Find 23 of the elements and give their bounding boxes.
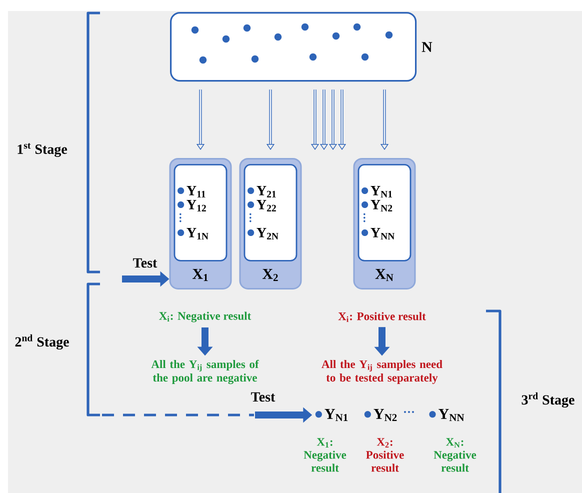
result-text: X$_{1}$: Negative result bbox=[304, 438, 346, 472]
stage-label: 3$^{rd}$ Stage bbox=[522, 392, 574, 408]
node-label: Y$_{N1}$ bbox=[324, 409, 348, 421]
stage-label: 2$^{nd}$ Stage bbox=[15, 334, 69, 350]
sample-list-box: Y$_{21}$ Y$_{22}$ Y$_{2N}$ bbox=[244, 164, 298, 262]
sample-list-box: Y$_{N1}$ Y$_{N2}$ Y$_{NN}$ bbox=[358, 164, 412, 262]
sample-list-box: Y$_{11}$ Y$_{12}$ Y$_{1N}$ bbox=[174, 164, 228, 262]
result-text: All the Y$_{ij}$ samples need to be tested separately bbox=[322, 360, 442, 384]
result-text: All the Y$_{ij}$ samples of the pool are negative bbox=[151, 360, 259, 384]
result-text: X$_{i}$: Positive result bbox=[338, 312, 426, 322]
node-label: Y$_{NN}$ bbox=[438, 409, 464, 421]
result-text: X$_{N}$: Negative result bbox=[434, 438, 476, 472]
stage-label: 1$^{st}$ Stage bbox=[18, 143, 67, 157]
sample-item: Y$_{NN}$ bbox=[429, 409, 464, 421]
edge-label: Test bbox=[251, 392, 276, 402]
sample-item: Y$_{N1}$ bbox=[315, 409, 348, 421]
edge-label: Test bbox=[133, 258, 158, 268]
sample-item: Y$_{N2}$ bbox=[364, 409, 397, 421]
result-text: X$_{2}$: Positive result bbox=[366, 438, 404, 472]
node-label: Y$_{N2}$ bbox=[374, 409, 397, 421]
result-text: X$_{i}$: Negative result bbox=[159, 312, 252, 322]
population-box bbox=[170, 12, 417, 82]
set-label: N bbox=[422, 42, 432, 52]
